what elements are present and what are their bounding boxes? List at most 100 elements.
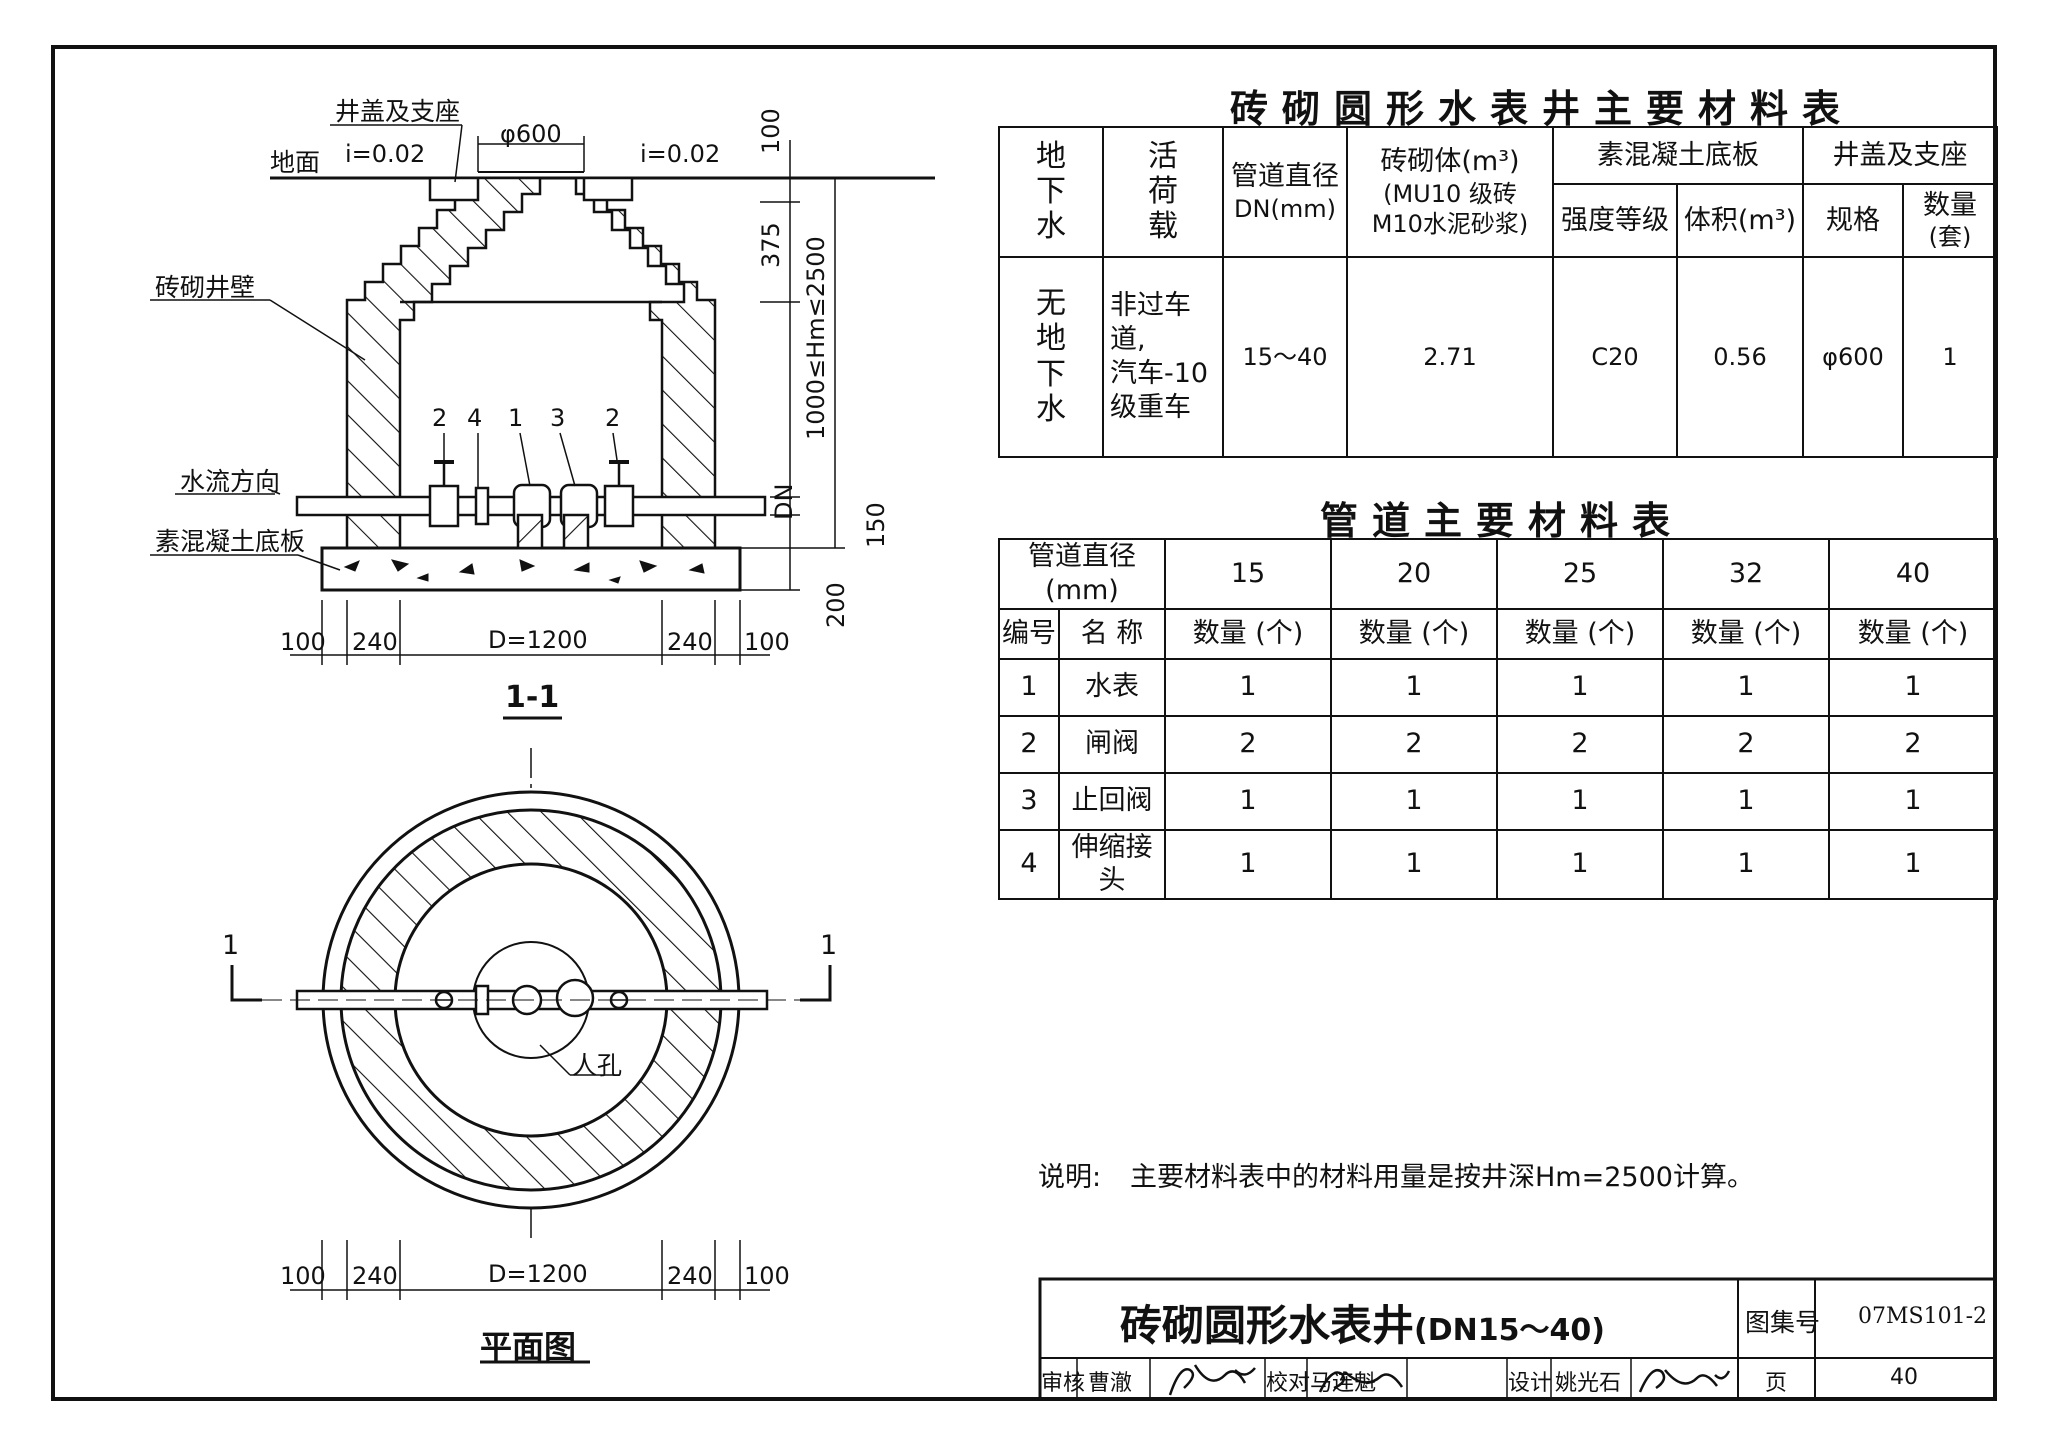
plan-dim-240-left: 240 [352, 1262, 398, 1290]
header-groundwater: 地下水 [998, 126, 1104, 258]
pipe-table: 管道直径(mm) 15 20 25 32 40 编号 名 称 数量 (个) 数量… [997, 538, 1999, 900]
row-qty: 1 [1330, 828, 1499, 900]
section-dim-d1200: D=1200 [488, 626, 588, 654]
plan-view [230, 748, 832, 1364]
designer-name: 姚光石 [1555, 1371, 1622, 1396]
brick-wall-label: 砖砌井壁 [155, 273, 256, 302]
section-view [150, 124, 935, 720]
row-qty: 1 [1662, 771, 1831, 831]
ground-label: 地面 [270, 148, 321, 177]
section-dim-100-left: 100 [280, 628, 326, 656]
row-no: 1 [998, 657, 1060, 717]
header-name: 名 称 [1057, 607, 1167, 660]
atlas-number: 07MS101-2 [1858, 1304, 1988, 1329]
dia-40: 40 [1828, 538, 1999, 610]
section-mark-right: 1 [820, 930, 838, 961]
part-number-3: 3 [550, 404, 566, 432]
opening-diameter-label: φ600 [500, 120, 562, 148]
row-name: 闸阀 [1057, 714, 1167, 774]
header-concrete-base: 素混凝土底板 [1552, 125, 1804, 186]
row-qty: 1 [1164, 828, 1333, 900]
checker-name: 马连魁 [1310, 1371, 1377, 1396]
section-dim-240-right: 240 [667, 628, 713, 656]
part-number-4: 4 [467, 404, 483, 432]
dia-20: 20 [1330, 538, 1499, 610]
row-qty: 2 [1496, 714, 1665, 774]
row-no: 2 [998, 714, 1060, 774]
qty-header: 数量 (个) [1662, 607, 1831, 660]
table-row: 4 伸缩接头 1 1 1 1 1 [998, 828, 1999, 900]
row-no: 4 [998, 828, 1060, 900]
row-qty: 1 [1330, 657, 1499, 717]
row-qty: 1 [1496, 657, 1665, 717]
row-qty: 2 [1330, 714, 1499, 774]
concrete-base [320, 546, 742, 592]
header-live-load: 活荷载 [1102, 126, 1224, 258]
materials-table-title: 砖砌圆形水表井主要材料表 [1230, 87, 1855, 131]
section-mark-left: 1 [222, 930, 240, 961]
plan-dim-100-left: 100 [280, 1262, 326, 1290]
header-dia: 管道直径(mm) [997, 538, 1167, 610]
row-qty: 2 [1662, 714, 1831, 774]
section-caption: 1-1 [505, 680, 560, 715]
row-no: 3 [998, 771, 1060, 831]
row-qty: 1 [1828, 828, 1999, 900]
review-label: 审核 [1041, 1371, 1086, 1396]
row-qty: 1 [1662, 828, 1831, 900]
table-row: 3 止回阀 1 1 1 1 1 [998, 771, 1999, 831]
slope-right-label: i=0.02 [640, 140, 721, 168]
row-qty: 1 [1330, 771, 1499, 831]
row-qty: 1 [1828, 657, 1999, 717]
header-cover: 井盖及支座 [1802, 125, 1998, 186]
check-label: 校对 [1266, 1371, 1311, 1396]
drawing-title-main: 砖砌圆形水表井 [1120, 1301, 1415, 1350]
header-qty: 数量(套) [1902, 183, 1998, 258]
signature-strokes [1168, 1364, 1731, 1396]
reviewer-name: 曹澈 [1088, 1371, 1133, 1396]
part-number-2-left: 2 [432, 404, 448, 432]
plan-dim-d1200: D=1200 [488, 1260, 588, 1288]
row-qty: 1 [1496, 828, 1665, 900]
dia-15: 15 [1164, 538, 1333, 610]
left-wall [345, 176, 542, 550]
cell-volume: 0.56 [1676, 255, 1804, 459]
part-number-2-right: 2 [605, 404, 621, 432]
row-name: 止回阀 [1057, 771, 1167, 831]
table-row: 1 水表 1 1 1 1 1 [998, 657, 1999, 717]
flow-direction-label: 水流方向 [180, 467, 281, 496]
note-text: 主要材料表中的材料用量是按井深Hm=2500计算。 [1130, 1162, 1754, 1193]
cell-pipe-diameter: 15～40 [1222, 255, 1348, 459]
qty-header: 数量 (个) [1164, 607, 1333, 660]
row-qty: 1 [1164, 771, 1333, 831]
row-qty: 2 [1164, 714, 1333, 774]
dim-100-top: 100 [757, 108, 785, 154]
cell-qty: 1 [1902, 255, 1998, 459]
dim-depth: 1000≤Hm≤2500 [802, 236, 830, 440]
table-row: 2 闸阀 2 2 2 2 2 [998, 714, 1999, 774]
row-qty: 2 [1828, 714, 1999, 774]
design-label: 设计 [1508, 1371, 1553, 1396]
drawing-title-suffix: (DN15～40) [1414, 1313, 1605, 1348]
plan-caption: 平面图 [480, 1328, 577, 1366]
row-qty: 1 [1496, 771, 1665, 831]
cell-groundwater: 无地下水 [998, 255, 1104, 459]
dim-dn: DN [770, 483, 798, 520]
right-wall [574, 176, 717, 550]
dia-25: 25 [1496, 538, 1665, 610]
header-no: 编号 [998, 607, 1060, 660]
manhole-label: 人孔 [572, 1051, 623, 1080]
header-strength: 强度等级 [1552, 183, 1678, 258]
dia-32: 32 [1662, 538, 1831, 610]
row-qty: 1 [1828, 771, 1999, 831]
page-number: 40 [1890, 1365, 1918, 1390]
plan-dim-100-right: 100 [744, 1262, 790, 1290]
dim-375: 375 [757, 222, 785, 268]
row-name: 伸缩接头 [1057, 828, 1167, 900]
row-name: 水表 [1057, 657, 1167, 717]
atlas-label: 图集号 [1745, 1308, 1821, 1337]
page-label: 页 [1765, 1371, 1788, 1396]
